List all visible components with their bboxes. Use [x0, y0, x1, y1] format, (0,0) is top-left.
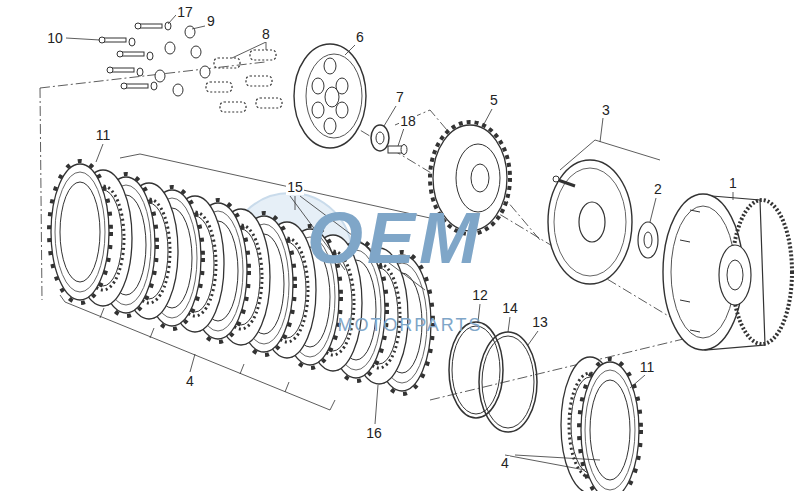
watermark-text: OEM	[306, 201, 484, 275]
watermark-text: MOTORPARTS	[336, 315, 483, 335]
callout-number: 13	[531, 315, 549, 330]
callout-number: 4	[500, 456, 510, 471]
callout-number: 1	[728, 176, 738, 191]
callout-number: 5	[489, 93, 499, 108]
callout-number: 2	[653, 182, 663, 197]
callout-number: 8	[261, 27, 271, 42]
callout-number: 15	[286, 180, 304, 195]
callout-number: 7	[395, 90, 405, 105]
callout-number: 9	[206, 14, 216, 29]
callout-number: 10	[46, 31, 64, 46]
callout-number: 14	[501, 301, 519, 316]
callout-number: 3	[601, 103, 611, 118]
callout-number: 17	[176, 5, 194, 20]
callout-number: 18	[399, 114, 417, 129]
callout-number: 4	[185, 374, 195, 389]
callout-number: 16	[365, 426, 383, 441]
callout-number: 11	[95, 128, 112, 143]
callout-number: 11	[639, 360, 656, 375]
callout-number: 12	[471, 288, 489, 303]
callout-number: 6	[355, 30, 365, 45]
